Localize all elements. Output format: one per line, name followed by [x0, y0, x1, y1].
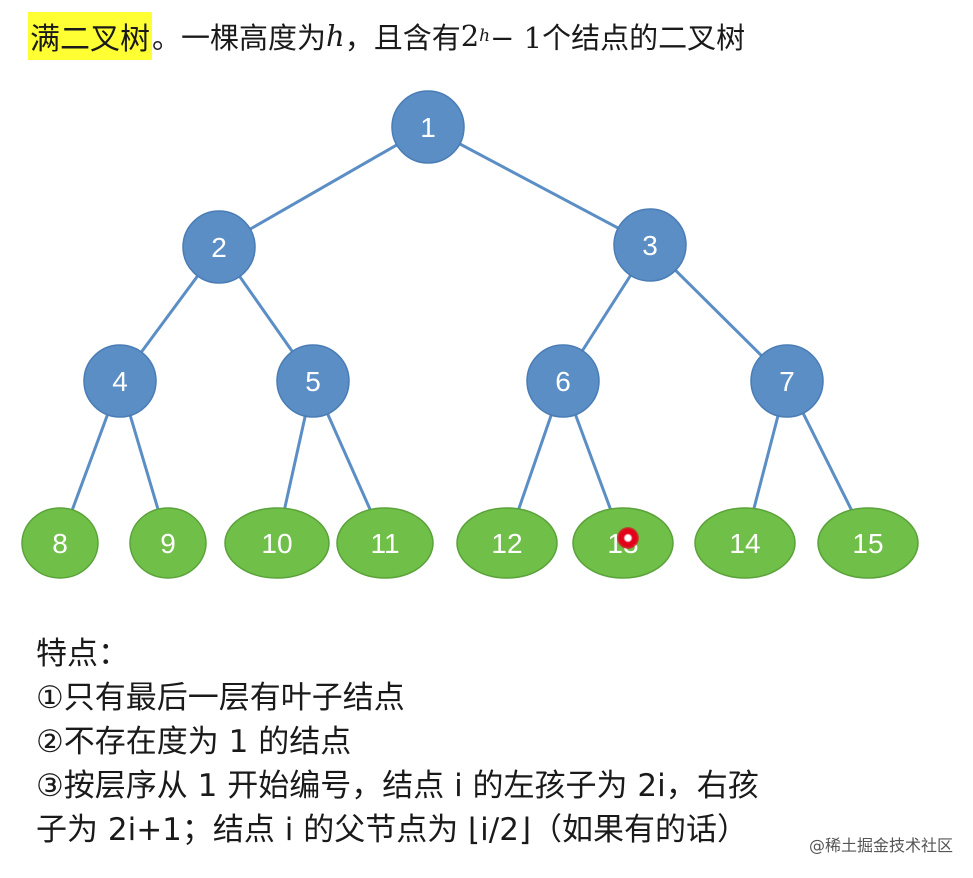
node-label: 11 [370, 528, 399, 559]
node-label: 1 [420, 112, 436, 143]
internal-node-shape [613, 208, 687, 282]
feature-item-1: ①只有最后一层有叶子结点 [36, 680, 405, 716]
definition-suffix: − 1个结点的二叉树 [490, 21, 746, 55]
power-exponent: h [479, 26, 491, 46]
feature-item-3-line-2: 子为 2i+1；结点 i 的父节点为 ⌊i/2⌋（如果有的话） [36, 812, 749, 848]
features-heading: 特点： [36, 636, 129, 672]
tree-node: 5 [276, 344, 350, 418]
tree-node: 7 [750, 344, 824, 418]
feature-item-2: ②不存在度为 1 的结点 [36, 724, 352, 760]
tree-node: 11 [336, 507, 434, 579]
node-label: 12 [491, 528, 522, 559]
features-section: 特点： ①只有最后一层有叶子结点 ②不存在度为 1 的结点 ③按层序从 1 开始… [36, 632, 759, 852]
leaf-node-shape [817, 507, 919, 579]
leaf-node-shape [694, 507, 796, 579]
term-highlight: 满二叉树 [28, 12, 152, 60]
tree-node: 14 [694, 507, 796, 579]
leaf-node-shape [456, 507, 558, 579]
node-label: 5 [305, 366, 321, 397]
watermark: @稀土掘金技术社区 [808, 836, 953, 855]
definition-prefix: 。一棵高度为 [152, 21, 327, 55]
leaf-node-shape [336, 507, 434, 579]
tree-node: 1 [391, 90, 465, 164]
node-label: 7 [779, 366, 795, 397]
tree-node: 4 [83, 344, 157, 418]
internal-node-shape [526, 344, 600, 418]
tree-node: 9 [129, 507, 207, 579]
tree-node: 12 [456, 507, 558, 579]
tree-node: 6 [526, 344, 600, 418]
tree-edge [427, 125, 651, 247]
leaf-node-shape [21, 507, 99, 579]
node-label: 10 [261, 528, 292, 559]
node-label: 2 [211, 232, 227, 263]
tree-node: 2 [182, 210, 256, 284]
node-label: 4 [112, 366, 128, 397]
internal-node-shape [182, 210, 256, 284]
tree-node: 8 [21, 507, 99, 579]
power-base: 2 [460, 19, 480, 53]
definition-mid: ，且含有 [344, 21, 461, 55]
internal-node-shape [391, 90, 465, 164]
tree-node: 15 [817, 507, 919, 579]
node-label: 6 [555, 366, 571, 397]
tree-edge [218, 125, 429, 249]
tree-node: 10 [224, 507, 330, 579]
height-variable: h [326, 19, 345, 53]
internal-node-shape [83, 344, 157, 418]
tree-node: 3 [613, 208, 687, 282]
internal-node-shape [276, 344, 350, 418]
node-label: 8 [52, 528, 68, 559]
leaf-node-shape [224, 507, 330, 579]
pointer-cursor-icon [617, 527, 639, 549]
node-label: 9 [160, 528, 176, 559]
internal-node-shape [750, 344, 824, 418]
full-binary-tree-diagram: 123456789101112131415 [21, 90, 919, 579]
leaf-node-shape [129, 507, 207, 579]
node-label: 15 [852, 528, 883, 559]
node-label: 14 [729, 528, 760, 559]
tree-edges [58, 125, 870, 544]
feature-item-3-line-1: ③按层序从 1 开始编号，结点 i 的左孩子为 2i，右孩 [36, 768, 759, 804]
node-label: 3 [642, 230, 658, 261]
